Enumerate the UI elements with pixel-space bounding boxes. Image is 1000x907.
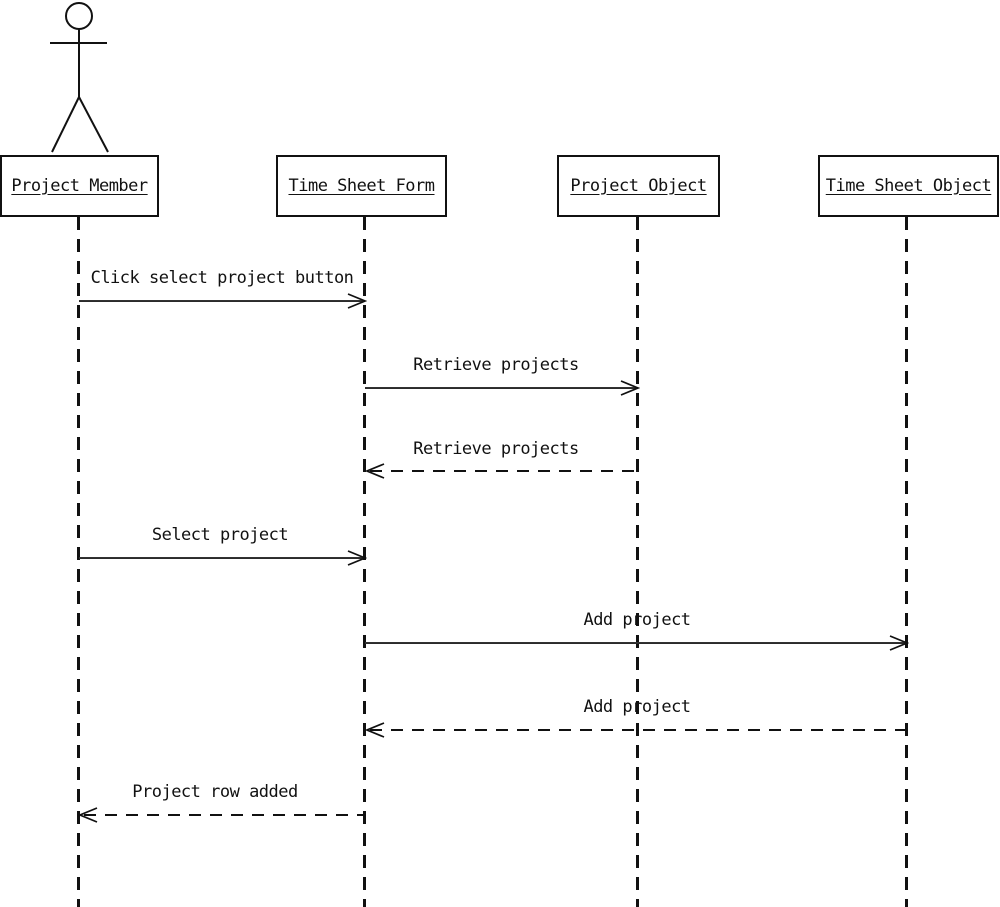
participant-project-object: Project Object <box>557 155 720 217</box>
arrowhead-right-icon <box>347 293 367 309</box>
lifeline-project-object <box>636 217 639 907</box>
arrowhead-right-icon <box>889 635 909 651</box>
arrowhead-right-icon <box>620 380 640 396</box>
lifeline-project-member <box>77 217 80 907</box>
message-line <box>370 470 638 472</box>
participant-label: Project Member <box>11 176 148 196</box>
message-line <box>79 557 365 559</box>
message-line <box>370 729 907 731</box>
lifeline-time-sheet-object <box>905 217 908 907</box>
message-line <box>365 642 907 644</box>
arrowhead-left-icon <box>78 807 98 823</box>
message-label: Retrieve projects <box>413 439 579 459</box>
participant-label: Time Sheet Form <box>288 176 435 196</box>
message-line <box>79 300 365 302</box>
message-label: Project row added <box>132 782 298 802</box>
message-label: Add project <box>583 697 691 717</box>
message-label: Click select project button <box>90 268 354 288</box>
message-line <box>365 387 638 389</box>
arrowhead-left-icon <box>365 463 385 479</box>
arrowhead-right-icon <box>347 550 367 566</box>
lifeline-time-sheet-form <box>363 217 366 907</box>
participant-time-sheet-object: Time Sheet Object <box>818 155 999 217</box>
participant-project-member: Project Member <box>0 155 159 217</box>
actor-icon <box>50 2 109 153</box>
participant-label: Time Sheet Object <box>825 176 992 196</box>
arrowhead-left-icon <box>365 722 385 738</box>
message-label: Select project <box>151 525 289 545</box>
message-line <box>84 814 365 816</box>
message-label: Retrieve projects <box>413 355 579 375</box>
participant-time-sheet-form: Time Sheet Form <box>276 155 447 217</box>
message-label: Add project <box>583 610 691 630</box>
participant-label: Project Object <box>570 176 707 196</box>
